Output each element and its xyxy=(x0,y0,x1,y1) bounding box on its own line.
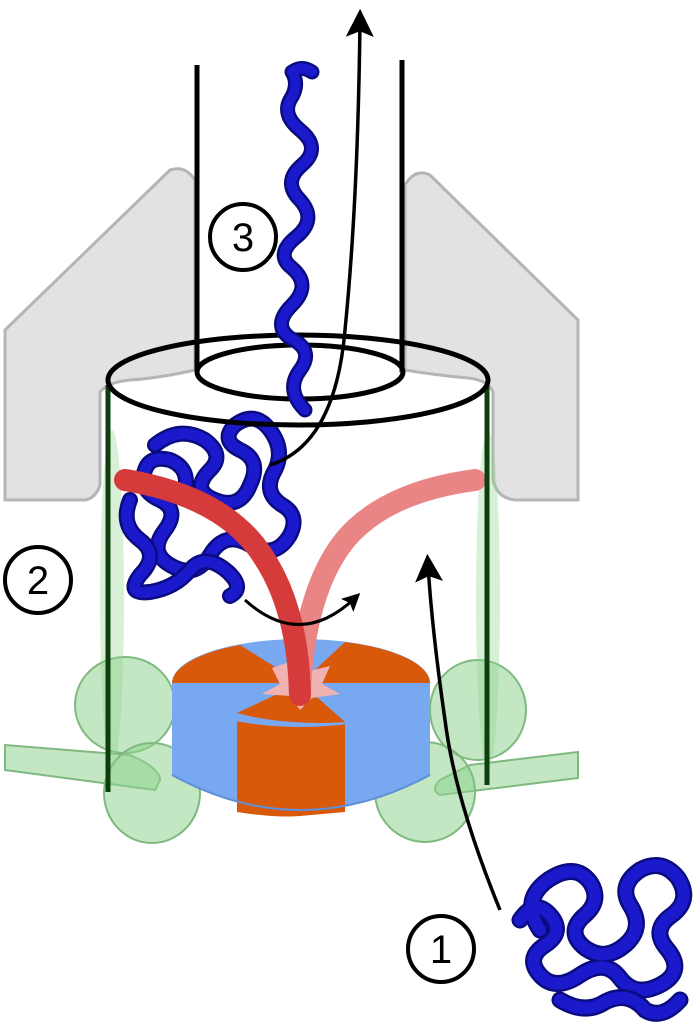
folded-protein-outside xyxy=(511,857,693,1022)
step-label-1: 1 xyxy=(430,928,452,972)
step-circle-2 xyxy=(3,545,73,615)
membrane-left xyxy=(3,167,197,502)
rotor-side-orange xyxy=(237,713,345,817)
support-lobe-left-upper xyxy=(74,656,176,754)
rotor-top-orange-2 xyxy=(301,642,430,683)
rotor-top-orange-1 xyxy=(172,645,301,683)
membrane-right xyxy=(403,171,580,502)
step-circle-1 xyxy=(406,914,476,984)
arrow-entry xyxy=(415,553,502,911)
rotor-side-orange-rim xyxy=(171,774,431,811)
step-circle-3 xyxy=(208,202,278,272)
rotor-top-orange-3 xyxy=(237,683,345,723)
step-badge-3: 3 xyxy=(208,202,278,272)
unfolded-chain xyxy=(274,61,320,418)
channel-cylinder xyxy=(105,332,491,792)
step-label-2: 2 xyxy=(27,559,49,603)
step-badge-1: 1 xyxy=(406,914,476,984)
step-badge-2: 2 xyxy=(3,545,73,615)
filament-branch-left xyxy=(114,469,311,706)
step-label-3: 3 xyxy=(232,216,254,260)
arrow-exit xyxy=(269,8,374,467)
filament-branch-right xyxy=(289,469,486,701)
arrow-rotation xyxy=(243,593,361,626)
